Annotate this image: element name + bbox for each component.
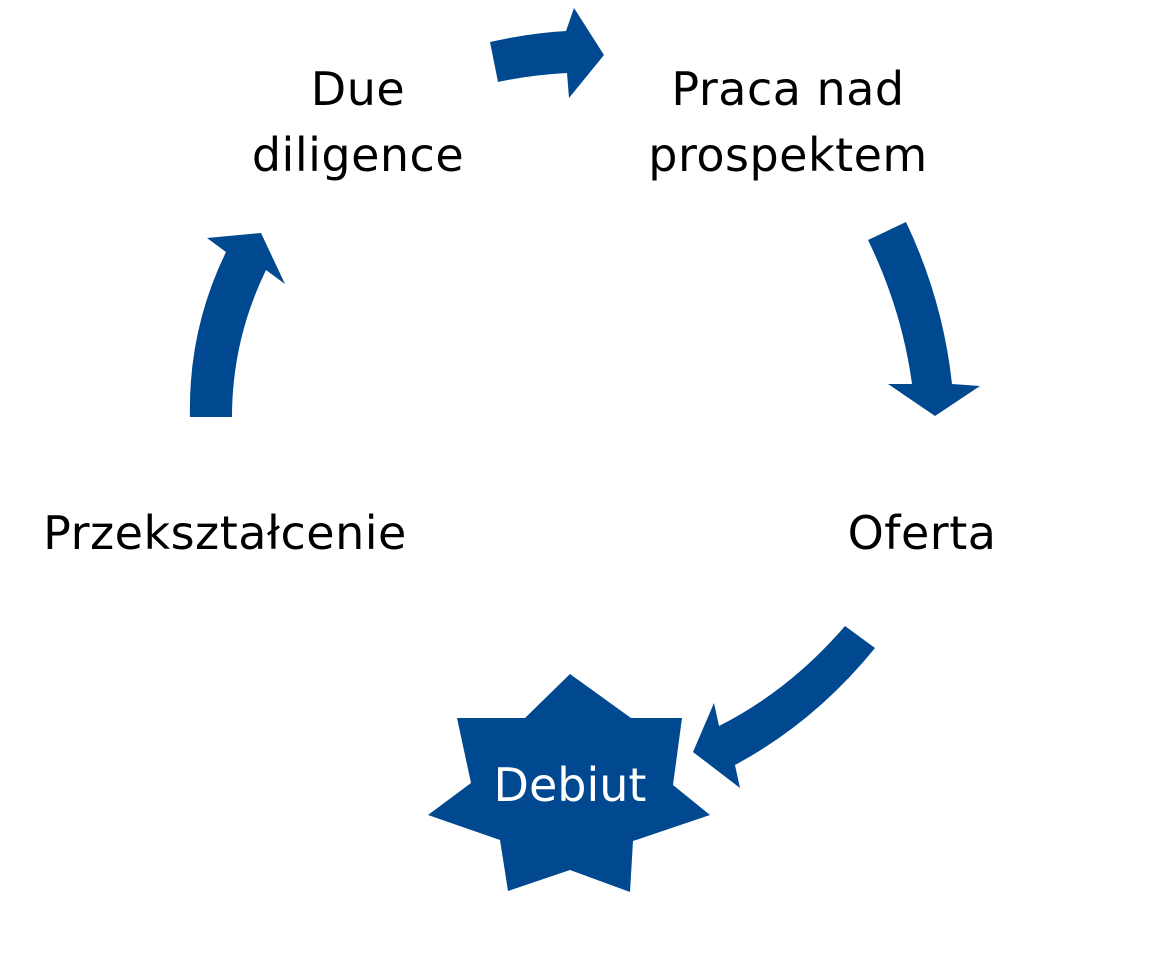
stage-oferta-line1: Oferta xyxy=(847,506,997,560)
debiut-label: Debiut xyxy=(493,758,647,812)
stage-praca-line2: prospektem xyxy=(648,128,928,182)
stage-due-diligence-line1: Due xyxy=(310,62,406,116)
arrow-oferta-to-debiut xyxy=(693,626,875,788)
stage-praca-line1: Praca nad xyxy=(671,62,905,116)
arrow-przeksztalcenie-to-due-diligence xyxy=(189,233,285,417)
stage-przeksztalcenie: Przekształcenie xyxy=(30,500,420,566)
stage-due-diligence: Due diligence xyxy=(228,56,488,188)
stage-oferta: Oferta xyxy=(822,500,1022,566)
arrow-praca-to-oferta xyxy=(868,222,980,416)
stage-due-diligence-line2: diligence xyxy=(251,128,465,182)
stage-praca-nad-prospektem: Praca nad prospektem xyxy=(628,56,948,188)
debiut-star xyxy=(428,674,710,892)
arrow-due-diligence-to-praca xyxy=(490,8,604,98)
stage-przeksztalcenie-line1: Przekształcenie xyxy=(43,506,407,560)
